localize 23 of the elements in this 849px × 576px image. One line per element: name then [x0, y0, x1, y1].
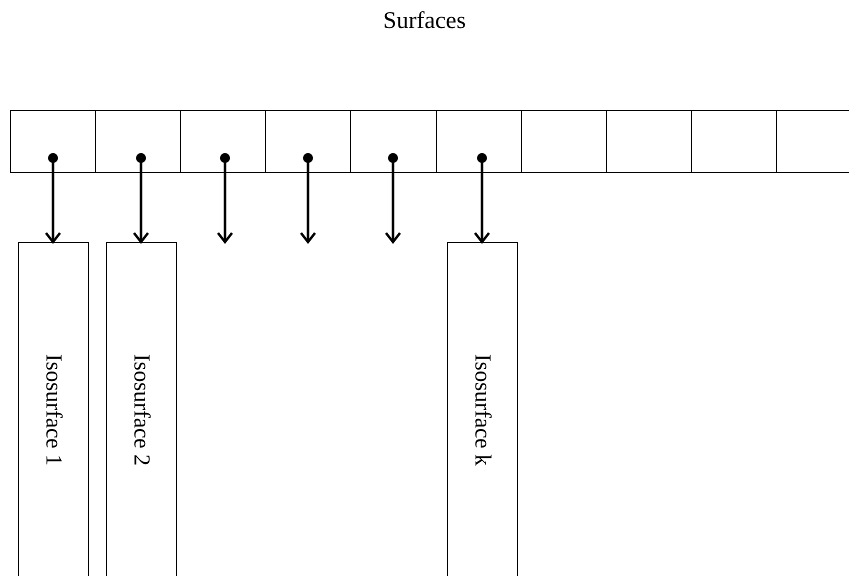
array-cell: [691, 110, 777, 173]
pointer-arrow: [216, 153, 234, 244]
pointer-arrow: [474, 153, 490, 244]
array-cell: [265, 110, 351, 173]
pointer-arrow: [44, 153, 62, 244]
array-cell: [606, 110, 692, 173]
isosurface-box: [18, 242, 89, 576]
array-cell: [521, 110, 607, 173]
pointer-arrow: [132, 153, 150, 244]
pointer-arrow: [384, 153, 402, 244]
isosurface-label: Isosurface 1: [40, 354, 66, 466]
array-cell: [350, 110, 437, 173]
isosurface-box: [447, 242, 518, 576]
array-cell: [180, 110, 266, 173]
isosurface-box: [106, 242, 177, 576]
title: Surfaces: [382, 8, 467, 35]
array-cell: [10, 110, 96, 173]
isosurface-label: Isosurface 2: [128, 354, 154, 466]
array-cell: [436, 110, 522, 173]
isosurface-label: Isosurface k: [470, 354, 496, 466]
array-cell: [776, 110, 849, 173]
pointer-arrow: [300, 153, 316, 244]
array-cell: [95, 110, 181, 173]
